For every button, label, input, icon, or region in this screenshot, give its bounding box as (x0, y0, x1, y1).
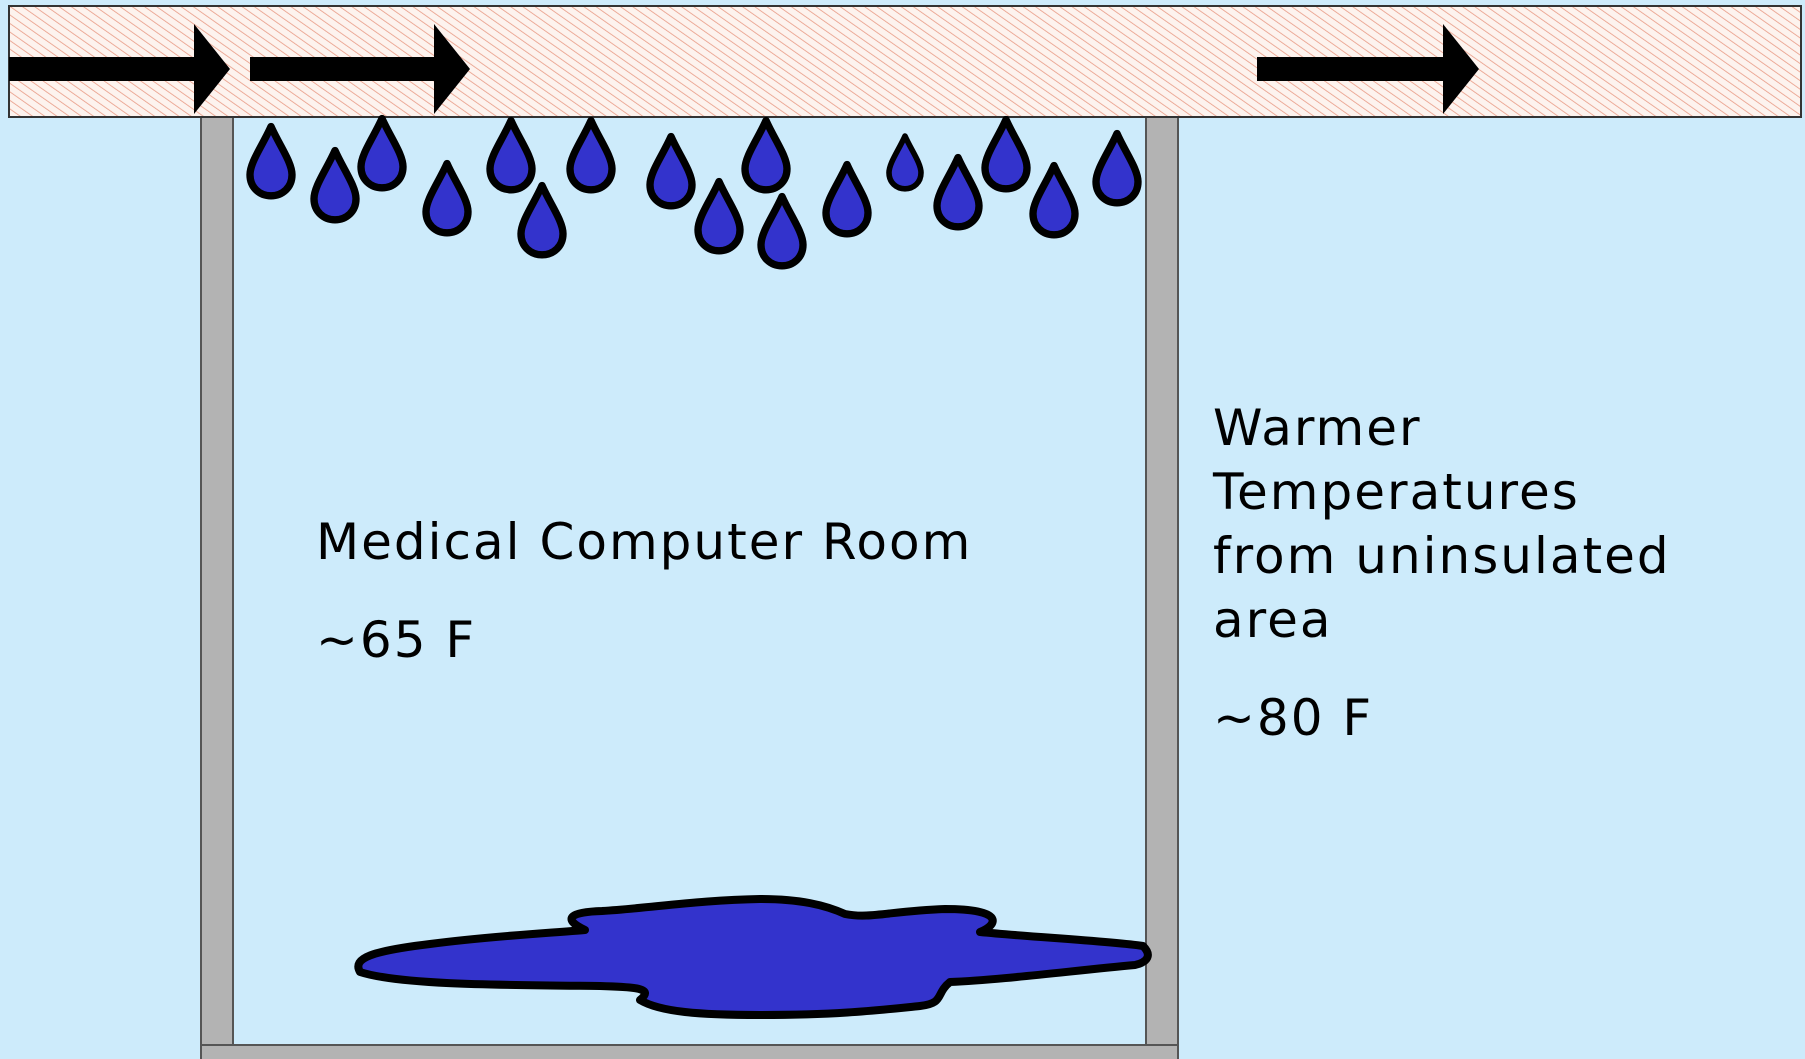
water-drop-icon (889, 136, 921, 189)
water-drop-icon (745, 121, 787, 190)
water-drop-icon (426, 164, 468, 233)
outside-description-line: from uninsulated (1213, 527, 1671, 585)
water-drop-icon (698, 182, 740, 251)
outside-description: Warmer Temperatures from uninsulated are… (1213, 396, 1671, 652)
water-drop-icon (1096, 134, 1138, 203)
water-drop-icon (361, 119, 403, 188)
right-wall (1145, 111, 1179, 1059)
water-puddle (354, 895, 1152, 1019)
water-drop-icon (826, 165, 868, 234)
outside-description-line: Warmer (1213, 399, 1422, 457)
outside-description-line: area (1213, 591, 1333, 649)
right-arrow-icon (9, 24, 230, 114)
water-drop-icon (1033, 166, 1075, 235)
right-arrow-icon (250, 24, 470, 114)
left-wall (200, 111, 234, 1059)
water-drop-icon (937, 158, 979, 227)
water-drop-icon (570, 121, 612, 190)
room-floor (200, 1044, 1179, 1059)
water-drop-icon (250, 127, 292, 196)
room-name-label: Medical Computer Room (316, 513, 973, 571)
water-drop-icon (761, 197, 803, 266)
right-arrow-icon (1257, 24, 1479, 114)
room-temperature-label: ~65 F (316, 611, 477, 669)
water-drop-icon (521, 186, 563, 255)
water-drop-icon (490, 121, 532, 190)
water-drop-icon (314, 151, 356, 220)
outside-description-line: Temperatures (1213, 463, 1580, 521)
water-drop-icon (985, 120, 1027, 189)
outside-temperature-label: ~80 F (1213, 689, 1374, 747)
water-drop-icon (650, 137, 692, 206)
